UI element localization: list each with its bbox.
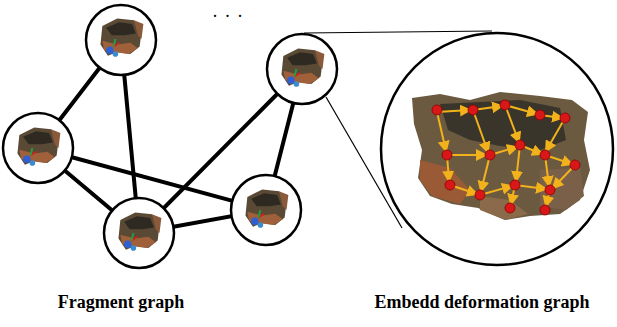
deformation-graph-zoom: [381, 33, 613, 265]
panel-caption: Fragment graph: [58, 292, 184, 313]
zoom-line: [304, 31, 492, 33]
panel-caption: Embedd deformation graph: [374, 292, 589, 313]
fragment-circles: [3, 5, 337, 268]
graph-links: [38, 40, 302, 233]
ellipsis: · · ·: [212, 6, 244, 27]
